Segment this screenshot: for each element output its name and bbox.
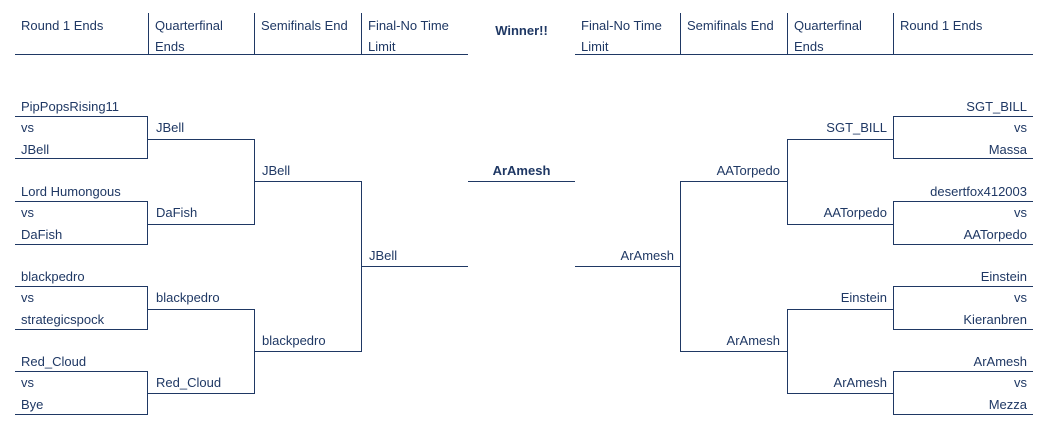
right-r1-m3-line-top — [893, 286, 1033, 287]
right-r1-m3-bottom: Kieranbren — [963, 312, 1027, 327]
right-r1-m1-line-vert — [893, 116, 894, 159]
left-r1-m1-line-top — [15, 116, 148, 117]
right-r1-m1-top: SGT_BILL — [966, 99, 1027, 114]
right-r1-m2-vs: vs — [1014, 205, 1027, 220]
left-qf-2: DaFish — [156, 205, 198, 220]
left-sf-1: JBell — [262, 163, 291, 178]
right-r1-m2-line-bottom — [893, 244, 1033, 245]
right-r1-m1-bottom: Massa — [988, 142, 1027, 157]
left-r1-m1-line-vert — [147, 116, 148, 159]
left-r1-m4-vs: vs — [21, 375, 34, 390]
left-r1-m2-top: Lord Humongous — [21, 184, 121, 199]
left-r1-m4-line-vert — [147, 371, 148, 415]
right-r1-m1-line-bottom — [893, 158, 1033, 159]
left-r1-m2-bottom: DaFish — [21, 227, 63, 242]
header-left-round1: Round 1 Ends — [15, 13, 148, 55]
left-r1-m4-line-bottom — [15, 414, 148, 415]
right-r1-m4-bottom: Mezza — [988, 397, 1027, 412]
left-r1-m3-line-top — [15, 286, 148, 287]
right-r1-m2-line-vert — [893, 201, 894, 245]
left-r1-m3-vs: vs — [21, 290, 34, 305]
right-qf-upper-vert — [787, 139, 788, 225]
right-r1-m1-line-top — [893, 116, 1033, 117]
right-r1-m4-vs: vs — [1014, 375, 1027, 390]
header-left-final: Final-No Time Limit — [361, 13, 468, 55]
left-r1-m4-top: Red_Cloud — [21, 354, 87, 369]
left-r1-m2-vs: vs — [21, 205, 34, 220]
right-r1-m3-line-vert — [893, 286, 894, 330]
left-r1-m3-line-vert — [147, 286, 148, 330]
left-qf-upper-vert — [254, 139, 255, 225]
left-r1-m4-bottom: Bye — [21, 397, 44, 412]
right-qf-2: AATorpedo — [823, 205, 887, 220]
header-left-semifinal: Semifinals End — [254, 13, 361, 55]
left-final: JBell — [369, 248, 398, 263]
right-qf-2-line — [787, 224, 894, 225]
right-qf-3: Einstein — [840, 290, 887, 305]
champion-line — [468, 181, 575, 182]
right-qf-1: SGT_BILL — [826, 120, 887, 135]
left-qf-1: JBell — [156, 120, 185, 135]
left-r1-m1-top: PipPopsRising11 — [21, 99, 120, 114]
left-qf-4-line — [148, 393, 255, 394]
right-qf-3-line — [787, 309, 894, 310]
left-qf-4: Red_Cloud — [156, 375, 222, 390]
header-left-quarterfinal: Quarterfinal Ends — [148, 13, 254, 55]
header-right-round1: Round 1 Ends — [893, 13, 1033, 55]
left-r1-m1-vs: vs — [21, 120, 34, 135]
right-r1-m4-line-top — [893, 371, 1033, 372]
left-r1-m1-line-bottom — [15, 158, 148, 159]
left-qf-1-line — [148, 139, 255, 140]
right-final: ArAmesh — [620, 248, 674, 263]
champion-name: ArAmesh — [492, 163, 551, 178]
right-qf-4-line — [787, 393, 894, 394]
left-qf-3: blackpedro — [156, 290, 220, 305]
left-r1-m2-line-vert — [147, 201, 148, 245]
left-r1-m3-bottom: strategicspock — [21, 312, 105, 327]
right-r1-m2-bottom: AATorpedo — [963, 227, 1027, 242]
right-r1-m1-vs: vs — [1014, 120, 1027, 135]
left-sf-2: blackpedro — [262, 333, 326, 348]
right-r1-m2-top: desertfox412003 — [930, 184, 1027, 199]
right-sf-1-line — [680, 181, 788, 182]
right-r1-m4-top: ArAmesh — [973, 354, 1027, 369]
left-qf-2-line — [148, 224, 255, 225]
right-sf-2: ArAmesh — [726, 333, 780, 348]
winner-header: Winner!! — [495, 23, 548, 38]
left-r1-m1-bottom: JBell — [21, 142, 50, 157]
right-r1-m4-line-bottom — [893, 414, 1033, 415]
header-right-final: Final-No Time Limit — [575, 13, 680, 55]
header-right-semifinal: Semifinals End — [680, 13, 787, 55]
right-sf-2-line — [680, 351, 788, 352]
right-r1-m3-line-bottom — [893, 329, 1033, 330]
left-r1-m2-line-top — [15, 201, 148, 202]
right-r1-m2-line-top — [893, 201, 1033, 202]
left-r1-m3-line-bottom — [15, 329, 148, 330]
right-final-line — [575, 266, 681, 267]
left-r1-m4-line-top — [15, 371, 148, 372]
right-r1-m3-vs: vs — [1014, 290, 1027, 305]
right-qf-4: ArAmesh — [833, 375, 887, 390]
left-sf-2-line — [254, 351, 362, 352]
right-sf-1: AATorpedo — [716, 163, 780, 178]
left-r1-m3-top: blackpedro — [21, 269, 85, 284]
left-r1-m2-line-bottom — [15, 244, 148, 245]
left-final-line — [361, 266, 468, 267]
right-r1-m3-top: Einstein — [980, 269, 1027, 284]
left-sf-1-line — [254, 181, 362, 182]
header-right-quarterfinal: Quarterfinal Ends — [787, 13, 893, 55]
left-qf-3-line — [148, 309, 255, 310]
right-qf-1-line — [787, 139, 894, 140]
